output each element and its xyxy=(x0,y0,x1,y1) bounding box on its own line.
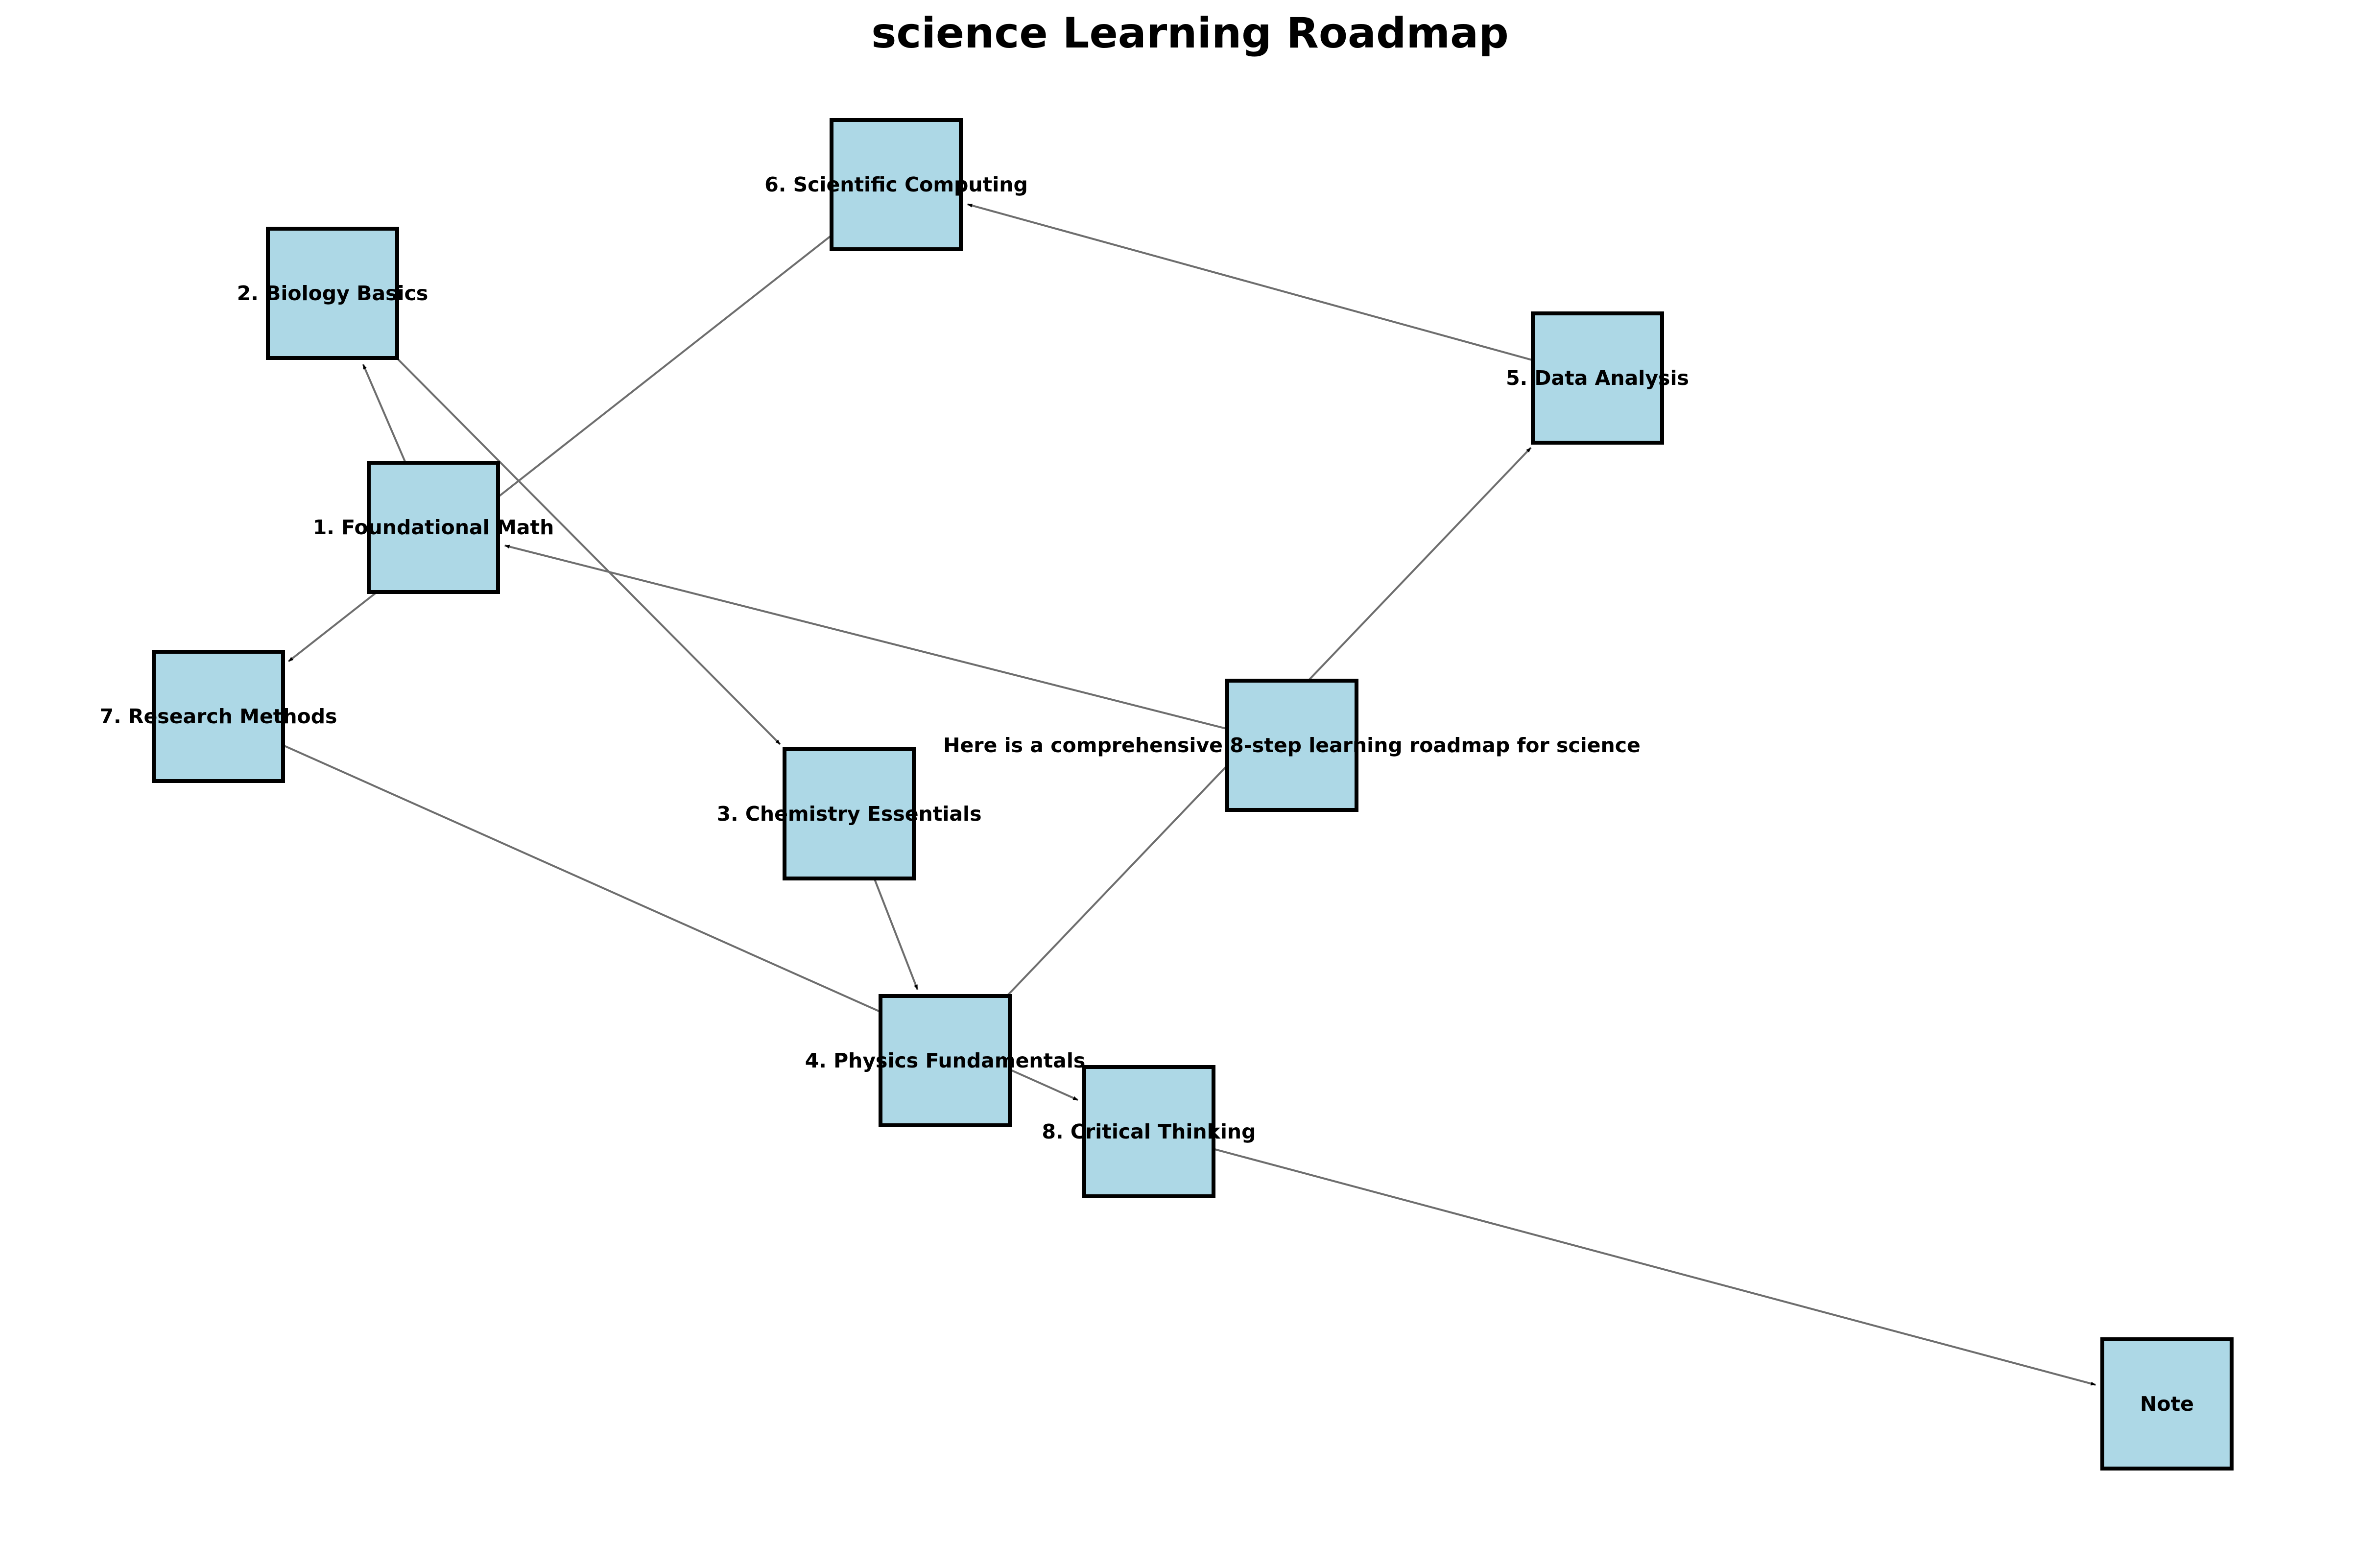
node-box-n4 xyxy=(879,994,1012,1127)
edge-n1-to-n2 xyxy=(362,364,406,463)
node-n1: 1. Foundational Math xyxy=(313,461,554,594)
node-label-intro: Here is a comprehensive 8-step learning … xyxy=(943,734,1641,757)
node-box-n1 xyxy=(367,461,500,594)
node-n6: 6. Scientific Computing xyxy=(764,118,1028,251)
node-label-n7: 7. Research Methods xyxy=(100,705,337,728)
node-n4: 4. Physics Fundamentals xyxy=(805,994,1086,1127)
node-label-n1: 1. Foundational Math xyxy=(313,516,554,539)
node-label-n2: 2. Biology Basics xyxy=(237,282,428,305)
nodes-layer: Here is a comprehensive 8-step learning … xyxy=(100,118,2234,1471)
node-box-n6 xyxy=(830,118,963,251)
edge-n5-to-n6 xyxy=(967,203,1533,361)
edge-n2-to-n3 xyxy=(396,357,781,745)
node-box-n7 xyxy=(152,650,285,783)
node-box-n5 xyxy=(1531,311,1664,445)
node-box-n8 xyxy=(1082,1065,1215,1198)
edge-n8-to-note xyxy=(1213,1148,2096,1386)
edge-n3-to-n4 xyxy=(873,878,919,990)
node-box-intro xyxy=(1225,679,1358,812)
node-n8: 8. Critical Thinking xyxy=(1042,1065,1256,1198)
node-label-n6: 6. Scientific Computing xyxy=(764,173,1028,196)
node-label-n5: 5. Data Analysis xyxy=(1506,366,1689,390)
node-n5: 5. Data Analysis xyxy=(1506,311,1689,445)
node-label-n4: 4. Physics Fundamentals xyxy=(805,1049,1086,1072)
node-label-n3: 3. Chemistry Essentials xyxy=(716,802,981,826)
edge-intro-to-n1 xyxy=(504,545,1228,730)
node-n3: 3. Chemistry Essentials xyxy=(716,747,982,880)
node-label-note: Note xyxy=(2140,1392,2194,1416)
node-intro: Here is a comprehensive 8-step learning … xyxy=(943,679,1641,812)
node-note: Note xyxy=(2100,1337,2234,1471)
node-n7: 7. Research Methods xyxy=(100,650,337,783)
node-box-n2 xyxy=(266,227,399,360)
node-label-n8: 8. Critical Thinking xyxy=(1042,1120,1256,1143)
node-box-n3 xyxy=(783,747,916,880)
node-box-note xyxy=(2100,1337,2234,1471)
edges-layer xyxy=(283,203,2096,1386)
node-n2: 2. Biology Basics xyxy=(237,227,428,360)
diagram-title: science Learning Roadmap xyxy=(871,9,1509,58)
